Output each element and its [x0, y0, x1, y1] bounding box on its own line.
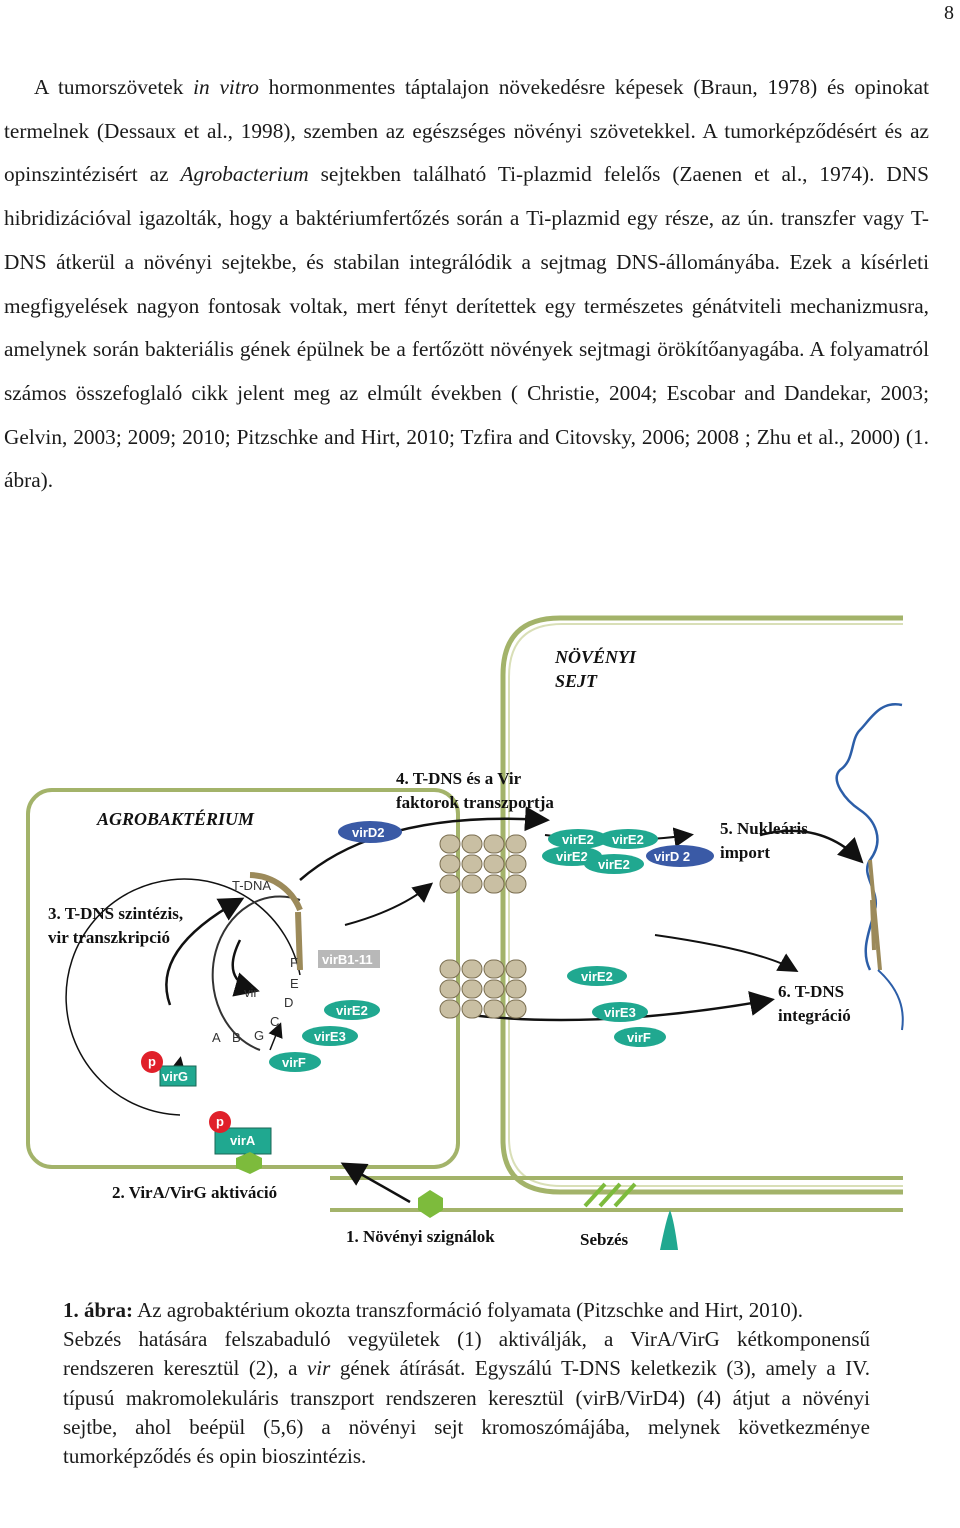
vire2-plant-label: virE2 [581, 969, 613, 984]
step4-label-1: 4. T-DNS és a Vir [396, 769, 522, 788]
phosphate-2: p [216, 1114, 224, 1129]
step3-label-2: vir transzkripció [48, 928, 170, 947]
gene-f: F [290, 955, 298, 970]
tdna-segment [249, 872, 303, 912]
step1-label: 1. Növényi szignálok [346, 1227, 495, 1246]
vire2-label-a: virE2 [562, 832, 594, 847]
caption-body: Sebzés hatására felszabaduló vegyületek … [63, 1327, 870, 1381]
vird2-plant-label: virD 2 [654, 849, 690, 864]
gene-d: D [284, 995, 293, 1010]
caption-title: Az agrobaktérium okozta transzformáció f… [133, 1298, 804, 1322]
signal-hexagon [418, 1190, 443, 1218]
page-number: 8 [944, 2, 954, 24]
plant-cell-label-1: NÖVÉNYI [554, 646, 637, 667]
body-text-segment: hormonmentes táptalajon növekedésre képe… [4, 75, 929, 187]
body-text-segment: A tumorszövetek [34, 75, 194, 99]
body-italic-term: Agrobacterium [180, 162, 309, 187]
step6-label-2: integráció [778, 1006, 851, 1025]
step2-label: 2. VirA/VirG aktiváció [112, 1183, 277, 1202]
wound-marks [583, 1182, 637, 1208]
membrane-pore-lower [439, 959, 527, 1019]
bacterium-label: AGROBAKTÉRIUM [96, 808, 255, 829]
step5-label-1: 5. Nukleáris [720, 819, 808, 838]
vira-label: virA [230, 1133, 256, 1148]
vird2-bacterium-label: virD2 [352, 825, 385, 840]
body-italic-term: in vitro [193, 75, 259, 99]
figure-caption: 1. ábra: Az agrobaktérium okozta transzf… [63, 1296, 870, 1471]
gene-vir: vir [244, 985, 258, 1000]
caption-label: 1. ábra: [63, 1298, 133, 1322]
vire3-plant-label: virE3 [604, 1005, 636, 1020]
body-text-segment: sejtekben található Ti-plazmid felelős (… [4, 162, 929, 493]
signal-hexagon-bound [236, 1152, 262, 1174]
gene-a: A [212, 1030, 221, 1045]
vire2-label-d: virE2 [598, 857, 630, 872]
transformation-figure: virB1-11 virD2 virD 2 virE2 virE2 virE2 … [0, 610, 960, 1270]
phosphate-1: p [148, 1054, 156, 1069]
gene-tdna: T-DNA [232, 878, 271, 893]
virf-plant-label: virF [627, 1030, 651, 1045]
step5-label-2: import [720, 843, 770, 862]
plant-cell-label-2: SEJT [555, 671, 598, 691]
wound-label: Sebzés [580, 1230, 629, 1249]
plant-cell-wall [500, 615, 903, 1195]
gene-e: E [290, 976, 299, 991]
vire2-label-c: virE2 [556, 849, 588, 864]
virg-label: virG [162, 1069, 188, 1084]
step4-label-2: faktorok transzportja [396, 793, 554, 812]
gene-c: C [270, 1014, 279, 1029]
nucleus-membrane [835, 702, 903, 971]
bacterium-cell [26, 788, 460, 1169]
caption-body-rest: gének átírását. Egyszálú T-DNS keletkezi… [63, 1356, 870, 1469]
virb-label: virB1-11 [322, 952, 373, 967]
membrane-pore-upper [439, 834, 527, 894]
step3-label-1: 3. T-DNS szintézis, [48, 904, 183, 923]
caption-italic: vir [306, 1356, 331, 1381]
vire2-bacterium-label: virE2 [336, 1003, 368, 1018]
plant-signal-cone [660, 1210, 678, 1250]
vire2-label-b: virE2 [612, 832, 644, 847]
body-paragraph: A tumorszövetek in vitro hormonmentes tá… [4, 66, 929, 503]
step6-label-1: 6. T-DNS [778, 982, 844, 1001]
virf-bacterium-label: virF [282, 1055, 306, 1070]
vire3-bacterium-label: virE3 [314, 1029, 346, 1044]
gene-b: B [232, 1030, 241, 1045]
gene-g: G [254, 1028, 264, 1043]
